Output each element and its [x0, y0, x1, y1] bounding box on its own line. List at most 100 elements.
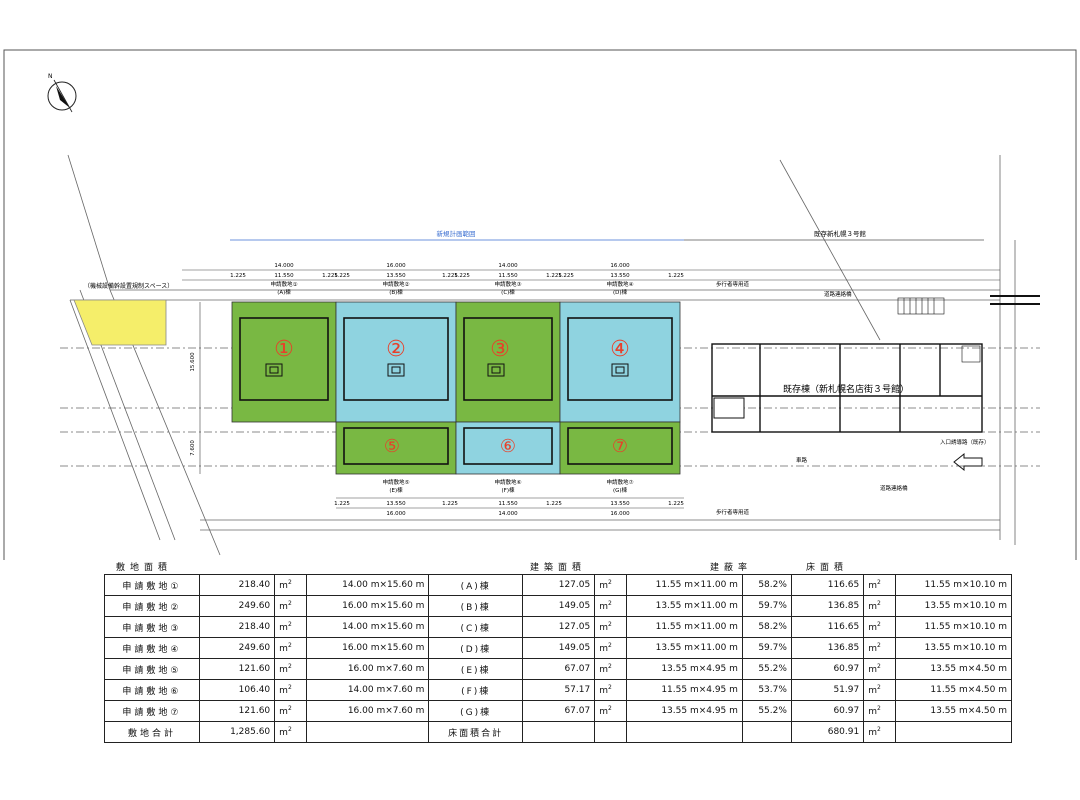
plot-number-5: ⑤	[384, 436, 400, 457]
unit: m2	[863, 700, 896, 722]
road-bridge-label: 道路連絡橋	[880, 484, 908, 492]
building-area-value: 127.05	[521, 574, 596, 596]
top-sub-dim-3: 1.225	[322, 273, 338, 279]
site-area-value: 249.60	[198, 637, 276, 659]
bld-caption-a: (A)棟	[277, 288, 291, 296]
plot-caption-1: 申請敷地①	[271, 280, 298, 288]
unit: m2	[594, 637, 627, 659]
unit: m2	[274, 700, 307, 722]
site-plan: N （機械設備幹設置規制スペース）	[3, 49, 1077, 560]
building-area-value: 127.05	[521, 616, 596, 638]
coverage-ratio: 58.2%	[741, 616, 792, 638]
unit: m2	[863, 574, 896, 596]
mechanical-space	[73, 299, 167, 346]
building-area-value: 149.05	[521, 595, 596, 617]
unit: m2	[274, 679, 307, 701]
bld-caption-b: (B)棟	[389, 288, 403, 296]
building-label: (G)棟	[428, 700, 523, 722]
plot-caption-7: 申請敷地⑦	[607, 478, 634, 486]
unit: m2	[274, 721, 307, 743]
unit: m2	[863, 616, 896, 638]
site-area-value: 121.60	[198, 700, 276, 722]
coverage-ratio: 58.2%	[741, 574, 792, 596]
floor-area-value: 60.97	[790, 658, 865, 680]
top-dim-1: 14.000	[274, 263, 294, 269]
unit: m2	[594, 595, 627, 617]
bottom-sub-dim-4: 11.550	[498, 501, 518, 507]
site-area-value: 121.60	[198, 658, 276, 680]
table-row: 申請敷地③ 218.40 m2 14.00 m×15.60 m (C)棟 127…	[104, 616, 1013, 638]
bottom-sub-dim-3: 1.225	[442, 501, 458, 507]
unit: m2	[274, 574, 307, 596]
floor-area-value: 60.97	[790, 700, 865, 722]
bld-caption-f: (F)棟	[502, 486, 515, 494]
header-floor-area: 床面積	[806, 563, 849, 573]
existing-building	[711, 343, 983, 433]
top-sub-dim-4: 1.225	[334, 273, 350, 279]
plot-number-4: ④	[610, 337, 630, 362]
bottom-dim-1: 16.000	[386, 511, 406, 517]
row-label: 申請敷地⑦	[104, 700, 200, 722]
top-sub-dim-10: 1.225	[558, 273, 574, 279]
top-sub-dim-9: 1.225	[546, 273, 562, 279]
empty-cell	[521, 721, 596, 743]
unit: m2	[274, 595, 307, 617]
plot-caption-3: 申請敷地③	[495, 280, 522, 288]
other-label: 車路	[796, 456, 808, 464]
bld-caption-d: (D)棟	[613, 288, 628, 296]
floor-total-value: 680.91	[790, 721, 865, 743]
row-label: 申請敷地①	[104, 574, 200, 596]
left-space-label: （機械設備幹設置規制スペース）	[84, 282, 173, 290]
area-table: 申請敷地① 218.40 m2 14.00 m×15.60 m (A)棟 127…	[104, 574, 1013, 743]
bottom-sub-dim-2: 13.550	[386, 501, 406, 507]
site-dim: 14.00 m×15.60 m	[305, 616, 430, 638]
unit: m2	[594, 658, 627, 680]
table-row: 申請敷地⑤ 121.60 m2 16.00 m×7.60 m (E)棟 67.0…	[104, 658, 1013, 680]
floor-dim: 11.55 m×10.10 m	[894, 616, 1013, 638]
site-total-label: 敷地合計	[104, 721, 200, 743]
site-dim: 16.00 m×15.60 m	[305, 595, 430, 617]
plot-number-7: ⑦	[612, 436, 628, 457]
row-label: 申請敷地③	[104, 616, 200, 638]
building-dim: 13.55 m×4.95 m	[625, 700, 743, 722]
plot-5	[335, 421, 457, 475]
bottom-sub-dim-6: 13.550	[610, 501, 630, 507]
site-dim: 14.00 m×15.60 m	[305, 574, 430, 596]
bld-caption-c: (C)棟	[501, 288, 515, 296]
floor-total-label: 床面積合計	[428, 721, 523, 743]
unit: m2	[863, 658, 896, 680]
left-dim-1: 15.600	[190, 352, 196, 372]
plot-number-1: ①	[274, 337, 294, 362]
header-site-area: 敷地面積	[116, 563, 173, 573]
floor-area-value: 116.65	[790, 574, 865, 596]
plot-7	[559, 421, 681, 475]
coverage-ratio: 53.7%	[741, 679, 792, 701]
coverage-ratio: 55.2%	[741, 658, 792, 680]
top-sub-dim-11: 13.550	[610, 273, 630, 279]
bld-caption-e: (E)棟	[389, 486, 403, 494]
plot-4	[559, 301, 681, 423]
coverage-ratio: 59.7%	[741, 595, 792, 617]
range-label: 新規計画範囲	[437, 229, 476, 238]
plot-caption-2: 申請敷地②	[383, 280, 410, 288]
coverage-ratio: 59.7%	[741, 637, 792, 659]
left-dim-2: 7.600	[190, 440, 196, 456]
top-sub-dim-5: 13.550	[386, 273, 406, 279]
top-sub-dim-2: 11.550	[274, 273, 294, 279]
building-dim: 13.55 m×4.95 m	[625, 658, 743, 680]
building-label: (F)棟	[428, 679, 523, 701]
empty-cell	[305, 721, 430, 743]
building-label: (E)棟	[428, 658, 523, 680]
floor-dim: 13.55 m×4.50 m	[894, 700, 1013, 722]
plot-caption-6: 申請敷地⑥	[495, 478, 522, 486]
empty-cell	[594, 721, 627, 743]
table-row: 申請敷地⑥ 106.40 m2 14.00 m×7.60 m (F)棟 57.1…	[104, 679, 1013, 701]
bridge-label: 道路連絡橋	[824, 290, 852, 298]
top-dim-4: 16.000	[610, 263, 630, 269]
arrow-icon	[953, 452, 983, 472]
top-sub-dim-6: 1.225	[442, 273, 458, 279]
empty-cell	[625, 721, 743, 743]
walkway-label-bottom: 歩行者専用道	[716, 508, 750, 516]
north-arrow-icon: N	[47, 73, 77, 113]
building-area-value: 57.17	[521, 679, 596, 701]
